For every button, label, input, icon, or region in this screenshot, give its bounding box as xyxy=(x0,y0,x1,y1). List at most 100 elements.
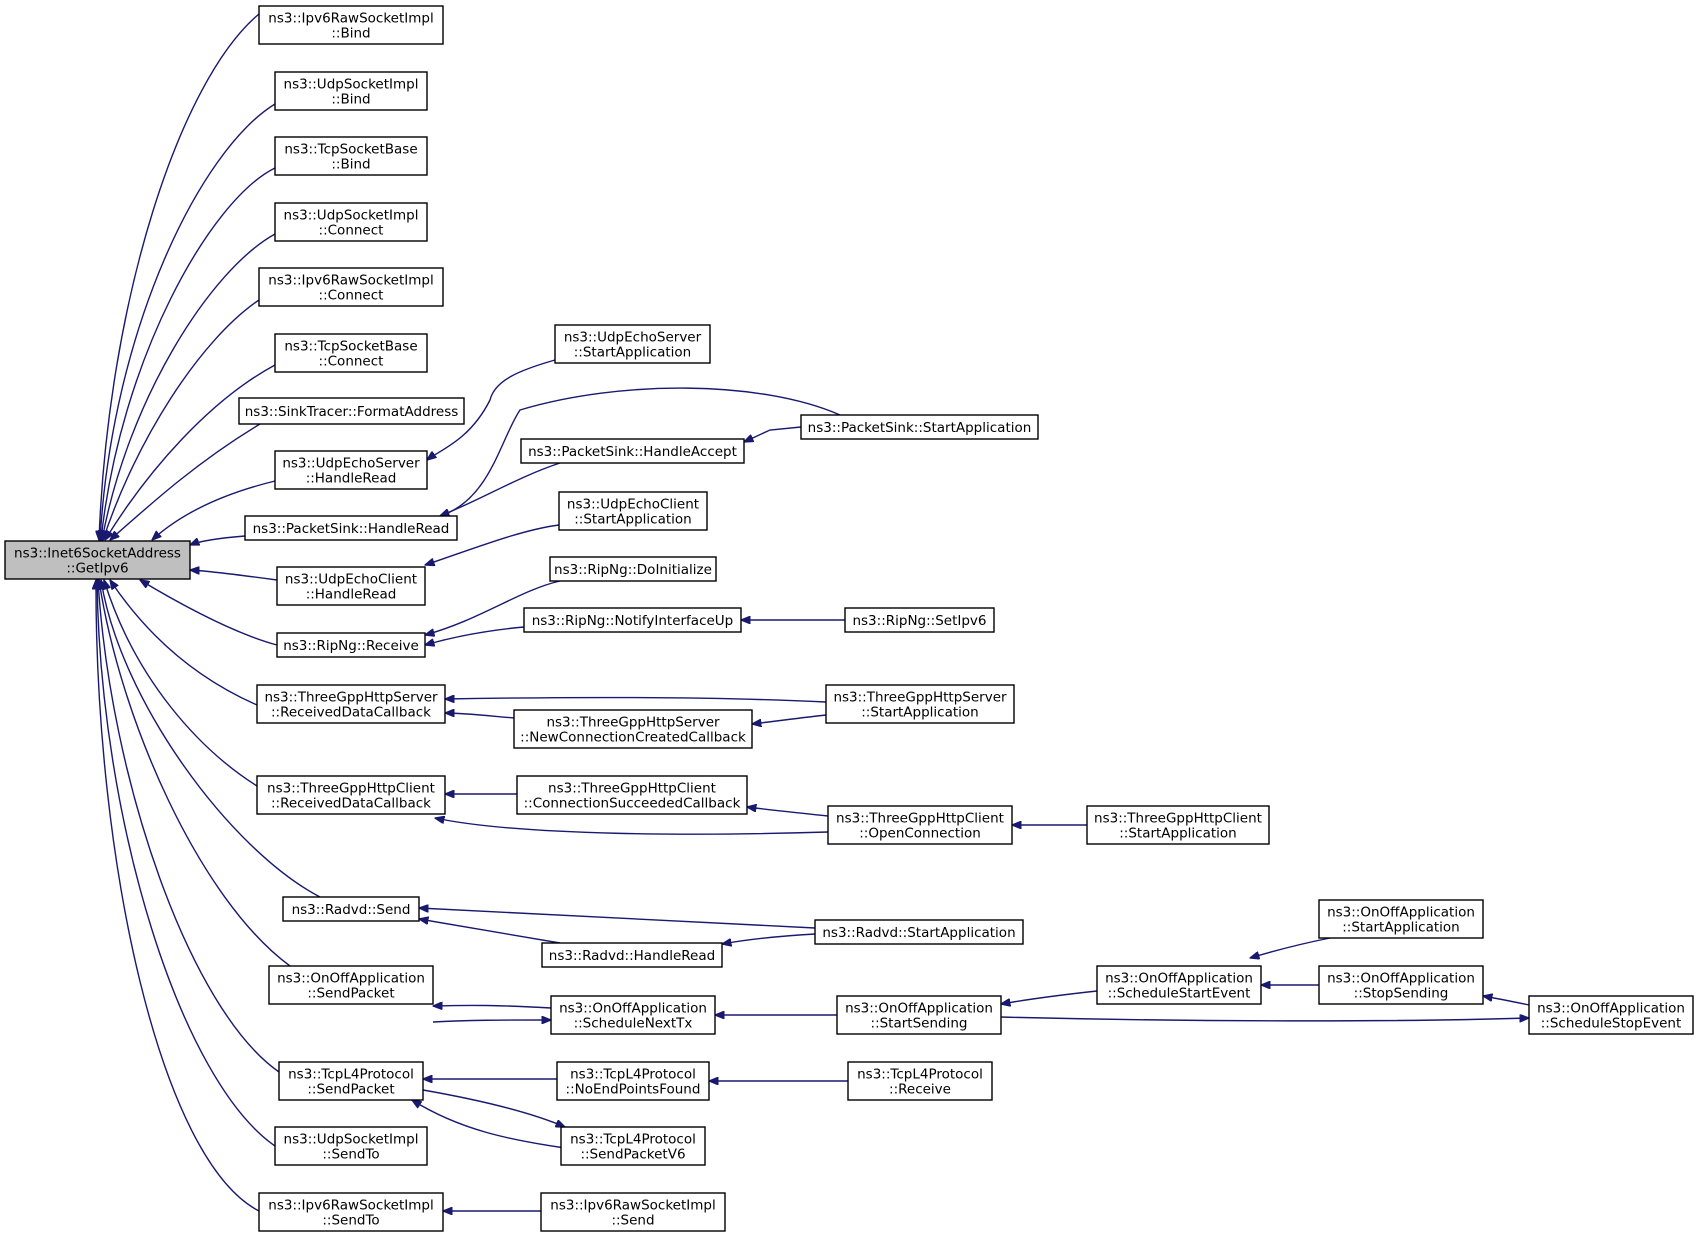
node-label: ::ScheduleStopEvent xyxy=(1541,1016,1682,1032)
root-function-node[interactable]: ns3::Inet6SocketAddress::GetIpv6 xyxy=(4,540,191,580)
call-edge xyxy=(722,933,816,944)
function-node[interactable]: ns3::UdpEchoServer::HandleRead xyxy=(274,450,428,490)
function-node[interactable]: ns3::UdpSocketImpl::Connect xyxy=(274,202,428,242)
node-box xyxy=(4,540,191,580)
function-node[interactable]: ns3::Radvd::HandleRead xyxy=(541,942,723,968)
function-node[interactable]: ns3::OnOffApplication::ScheduleStartEven… xyxy=(1096,965,1262,1005)
node-label: ::StartApplication xyxy=(1119,826,1237,842)
function-node[interactable]: ns3::TcpL4Protocol::Receive xyxy=(847,1061,993,1101)
function-node[interactable]: ns3::Ipv6RawSocketImpl::Send xyxy=(540,1192,726,1232)
function-node[interactable]: ns3::UdpSocketImpl::Bind xyxy=(274,71,428,111)
function-node[interactable]: ns3::Radvd::Send xyxy=(282,896,420,922)
node-label: ns3::UdpEchoServer xyxy=(564,330,702,346)
node-box xyxy=(1086,805,1270,845)
node-label: ns3::Inet6SocketAddress xyxy=(14,546,181,562)
call-edge xyxy=(103,299,260,540)
node-label: ns3::Radvd::HandleRead xyxy=(549,948,715,964)
node-box xyxy=(1096,965,1262,1005)
function-node[interactable]: ns3::PacketSink::HandleAccept xyxy=(520,438,745,464)
function-node[interactable]: ns3::TcpSocketBase::Bind xyxy=(274,136,428,176)
function-node[interactable]: ns3::OnOffApplication::StopSending xyxy=(1318,965,1484,1005)
function-node[interactable]: ns3::ThreeGppHttpServer::NewConnectionCr… xyxy=(513,709,753,749)
function-node[interactable]: ns3::RipNg::SetIpv6 xyxy=(844,607,995,633)
call-edge xyxy=(1483,996,1530,1006)
function-node[interactable]: ns3::PacketSink::HandleRead xyxy=(244,515,458,541)
function-node[interactable]: ns3::ThreeGppHttpServer::ReceivedDataCal… xyxy=(256,684,446,724)
node-label: ns3::ThreeGppHttpServer xyxy=(264,690,438,706)
function-node[interactable]: ns3::UdpEchoServer::StartApplication xyxy=(554,324,711,364)
node-label: ns3::TcpL4Protocol xyxy=(570,1067,696,1083)
node-box xyxy=(268,965,434,1005)
function-node[interactable]: ns3::OnOffApplication::StartApplication xyxy=(1318,899,1484,939)
function-node[interactable]: ns3::OnOffApplication::ScheduleNextTx xyxy=(550,995,716,1035)
node-box xyxy=(238,397,465,425)
function-node[interactable]: ns3::OnOffApplication::ScheduleStopEvent xyxy=(1528,995,1694,1035)
function-node[interactable]: ns3::UdpEchoClient::HandleRead xyxy=(276,566,426,606)
call-edge xyxy=(425,626,525,645)
function-node[interactable]: ns3::UdpSocketImpl::SendTo xyxy=(274,1126,428,1166)
call-edge xyxy=(99,13,260,540)
node-label: ns3::ThreeGppHttpClient xyxy=(267,781,435,797)
function-node[interactable]: ns3::RipNg::DoInitialize xyxy=(549,556,717,582)
node-label: ns3::OnOffApplication xyxy=(1105,971,1253,987)
node-label: ns3::TcpSocketBase xyxy=(284,142,417,158)
function-node[interactable]: ns3::ThreeGppHttpClient::ReceivedDataCal… xyxy=(256,775,446,815)
node-box xyxy=(844,607,995,633)
function-node[interactable]: ns3::Ipv6RawSocketImpl::SendTo xyxy=(258,1192,444,1232)
function-node[interactable]: ns3::ThreeGppHttpClient::ConnectionSucce… xyxy=(516,775,748,815)
node-box xyxy=(827,805,1013,845)
function-node[interactable]: ns3::Ipv6RawSocketImpl::Bind xyxy=(258,5,444,45)
function-node[interactable]: ns3::ThreeGppHttpServer::StartApplicatio… xyxy=(825,684,1015,724)
node-label: ns3::OnOffApplication xyxy=(277,971,425,987)
node-label: ns3::ThreeGppHttpServer xyxy=(833,690,1007,706)
function-node[interactable]: ns3::TcpL4Protocol::NoEndPointsFound xyxy=(556,1061,710,1101)
node-label: ns3::UdpSocketImpl xyxy=(284,1132,419,1148)
call-edge xyxy=(1250,937,1331,958)
node-box xyxy=(282,896,420,922)
node-label: ns3::TcpL4Protocol xyxy=(857,1067,983,1083)
call-edge xyxy=(99,580,291,967)
node-box xyxy=(274,333,428,373)
node-label: ns3::Ipv6RawSocketImpl xyxy=(550,1198,715,1214)
node-label: ::Send xyxy=(611,1213,654,1229)
call-edge xyxy=(110,580,258,706)
function-node[interactable]: ns3::ThreeGppHttpClient::OpenConnection xyxy=(827,805,1013,845)
node-label: ::Connect xyxy=(319,223,384,239)
call-edge xyxy=(140,580,278,646)
function-node[interactable]: ns3::TcpL4Protocol::SendPacketV6 xyxy=(560,1126,706,1166)
node-label: ::SendTo xyxy=(322,1147,379,1163)
call-edge xyxy=(425,580,561,635)
function-node[interactable]: ns3::OnOffApplication::StartSending xyxy=(836,995,1002,1035)
call-edge xyxy=(101,580,321,898)
node-label: ns3::TcpL4Protocol xyxy=(570,1132,696,1148)
node-label: ::OpenConnection xyxy=(859,826,981,842)
function-node[interactable]: ns3::TcpSocketBase::Connect xyxy=(274,333,428,373)
node-label: ns3::RipNg::DoInitialize xyxy=(554,562,712,578)
function-node[interactable]: ns3::SinkTracer::FormatAddress xyxy=(238,397,465,425)
node-label: ns3::Ipv6RawSocketImpl xyxy=(268,11,433,27)
node-box xyxy=(258,267,444,307)
node-label: ::SendPacketV6 xyxy=(580,1147,685,1163)
function-node[interactable]: ns3::Radvd::StartApplication xyxy=(814,919,1024,945)
call-edge xyxy=(100,103,276,540)
function-node[interactable]: ns3::UdpEchoClient::StartApplication xyxy=(558,491,708,531)
function-node[interactable]: ns3::RipNg::Receive xyxy=(276,632,426,658)
function-node[interactable]: ns3::PacketSink::StartApplication xyxy=(800,414,1039,440)
function-node[interactable]: ns3::Ipv6RawSocketImpl::Connect xyxy=(258,267,444,307)
node-label: ::Receive xyxy=(889,1082,951,1098)
node-label: ns3::UdpEchoClient xyxy=(567,497,699,513)
function-node[interactable]: ns3::OnOffApplication::SendPacket xyxy=(268,965,434,1005)
call-edge xyxy=(432,1020,551,1022)
node-box xyxy=(1318,965,1484,1005)
call-edge xyxy=(422,1089,565,1127)
call-edge xyxy=(752,714,827,724)
node-box xyxy=(258,5,444,45)
node-label: ::GetIpv6 xyxy=(66,561,128,577)
function-node[interactable]: ns3::RipNg::NotifyInterfaceUp xyxy=(523,607,742,633)
function-node[interactable]: ns3::ThreeGppHttpClient::StartApplicatio… xyxy=(1086,805,1270,845)
function-node[interactable]: ns3::TcpL4Protocol::SendPacket xyxy=(278,1061,424,1101)
node-label: ns3::Ipv6RawSocketImpl xyxy=(268,273,433,289)
call-edge xyxy=(110,423,261,540)
call-edge xyxy=(96,580,260,1212)
node-label: ns3::TcpSocketBase xyxy=(284,339,417,355)
